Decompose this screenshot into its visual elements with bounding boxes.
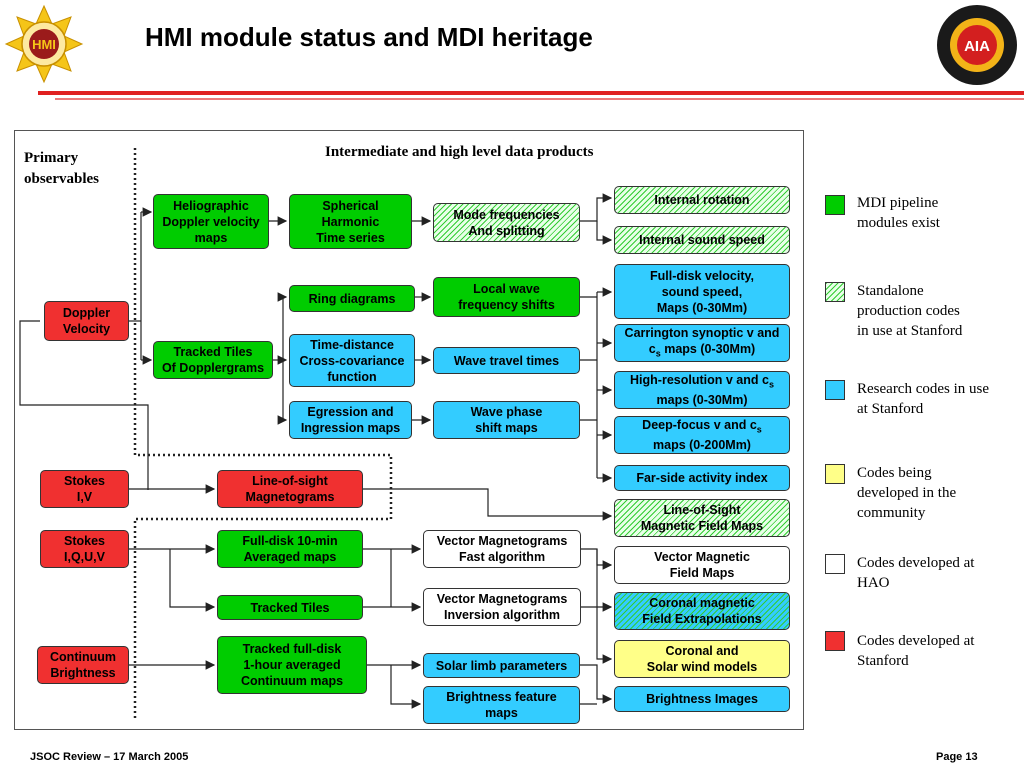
highres-line1: High-resolution v and c	[630, 372, 769, 387]
footer-left: JSOC Review – 17 March 2005	[30, 751, 189, 763]
vector-fast-box: Vector Magnetograms Fast algorithm	[423, 530, 581, 568]
page-title: HMI module status and MDI heritage	[145, 22, 593, 52]
diagram-frame	[14, 130, 804, 730]
far-side-activity-box: Far-side activity index	[614, 465, 790, 491]
legend-label-standalone: Standalone production codes in use at St…	[857, 283, 963, 339]
legend-swatch-community	[825, 464, 845, 484]
legend-label-research: Research codes in use at Stanford	[857, 381, 990, 417]
tracked-fulldisk-box: Tracked full-disk 1-hour averaged Contin…	[217, 636, 367, 694]
coronal-solar-wind-box: Coronal and Solar wind models	[614, 640, 790, 678]
deepfocus-line1-wrap: Deep-focus v and cs	[642, 417, 762, 438]
carrington-line2: maps (0-30Mm)	[664, 341, 756, 356]
carrington-sub: s	[655, 348, 661, 359]
header-rule-top	[38, 91, 1024, 95]
stokes-iquv-box: Stokes I,Q,U,V	[40, 530, 129, 568]
wave-travel-times-box: Wave travel times	[433, 347, 580, 374]
aia-logo: AIA	[936, 4, 1018, 86]
footer-page-number: Page 13	[936, 751, 978, 763]
legend-label-stanford: Codes developed at Stanford	[857, 633, 975, 669]
coronal-extrapolations-box: Coronal magnetic Field Extrapolations	[614, 592, 790, 630]
brightness-images-box: Brightness Images	[614, 686, 790, 712]
tracked-tiles-doppler-box: Tracked Tiles Of Dopplergrams	[153, 341, 273, 379]
mode-frequencies-box: Mode frequencies And splitting	[433, 203, 580, 242]
internal-rotation-box: Internal rotation	[614, 186, 790, 214]
header-rule-bottom	[55, 98, 1024, 100]
legend-swatch-standalone	[825, 282, 845, 302]
vector-field-maps-box: Vector Magnetic Field Maps	[614, 546, 790, 584]
carrington-c: c	[648, 341, 656, 356]
solar-limb-box: Solar limb parameters	[423, 653, 580, 678]
legend-swatch-stanford	[825, 631, 845, 651]
carrington-line1: Carrington synoptic v and	[624, 325, 780, 340]
internal-sound-speed-box: Internal sound speed	[614, 226, 790, 254]
deepfocus-line2: maps (0-200Mm)	[653, 438, 751, 453]
stokes-iv-box: Stokes I,V	[40, 470, 129, 508]
local-wave-box: Local wave frequency shifts	[433, 277, 580, 317]
ring-diagrams-box: Ring diagrams	[289, 285, 415, 312]
carrington-synoptic-box: Carrington synoptic v and cs maps (0-30M…	[614, 324, 790, 362]
los-magnetograms-box: Line-of-sight Magnetograms	[217, 470, 363, 508]
fulldisk-10min-box: Full-disk 10-min Averaged maps	[217, 530, 363, 568]
highres-sub: s	[768, 379, 774, 390]
hmi-logo: HMI	[4, 4, 84, 84]
deepfocus-line1: Deep-focus v and c	[642, 417, 757, 432]
legend-swatch-hao	[825, 554, 845, 574]
svg-text:AIA: AIA	[964, 38, 990, 55]
carrington-line2-wrap: cs maps (0-30Mm)	[649, 341, 755, 362]
heliographic-doppler-box: Heliographic Doppler velocity maps	[153, 194, 269, 249]
svg-text:HMI: HMI	[32, 37, 56, 52]
high-resolution-box: High-resolution v and cs maps (0-30Mm)	[614, 371, 790, 409]
continuum-brightness-box: Continuum Brightness	[37, 646, 129, 684]
doppler-velocity-box: Doppler Velocity	[44, 301, 129, 341]
legend-label-mdi: MDI pipeline modules exist	[857, 195, 940, 231]
legend-label-hao: Codes developed at HAO	[857, 555, 975, 591]
wave-phase-shift-box: Wave phase shift maps	[433, 401, 580, 439]
egression-ingression-box: Egression and Ingression maps	[289, 401, 412, 439]
legend-swatch-research	[825, 380, 845, 400]
frame-heading: Intermediate and high level data product…	[325, 144, 594, 160]
highres-line2: maps (0-30Mm)	[656, 393, 748, 408]
brightness-feature-box: Brightness feature maps	[423, 686, 580, 724]
tracked-tiles-box: Tracked Tiles	[217, 595, 363, 620]
los-field-maps-box: Line-of-Sight Magnetic Field Maps	[614, 499, 790, 537]
legend-swatch-mdi	[825, 195, 845, 215]
legend-label-community: Codes being developed in the community	[857, 465, 957, 521]
time-distance-box: Time-distance Cross-covariance function	[289, 334, 415, 387]
primary-observables-label: Primary observables	[24, 150, 99, 187]
vector-inversion-box: Vector Magnetograms Inversion algorithm	[423, 588, 581, 626]
highres-line1-wrap: High-resolution v and cs	[630, 372, 774, 393]
spherical-harmonic-box: Spherical Harmonic Time series	[289, 194, 412, 249]
fulldisk-velocity-box: Full-disk velocity, sound speed, Maps (0…	[614, 264, 790, 319]
deepfocus-sub: s	[756, 424, 762, 435]
deep-focus-box: Deep-focus v and cs maps (0-200Mm)	[614, 416, 790, 454]
